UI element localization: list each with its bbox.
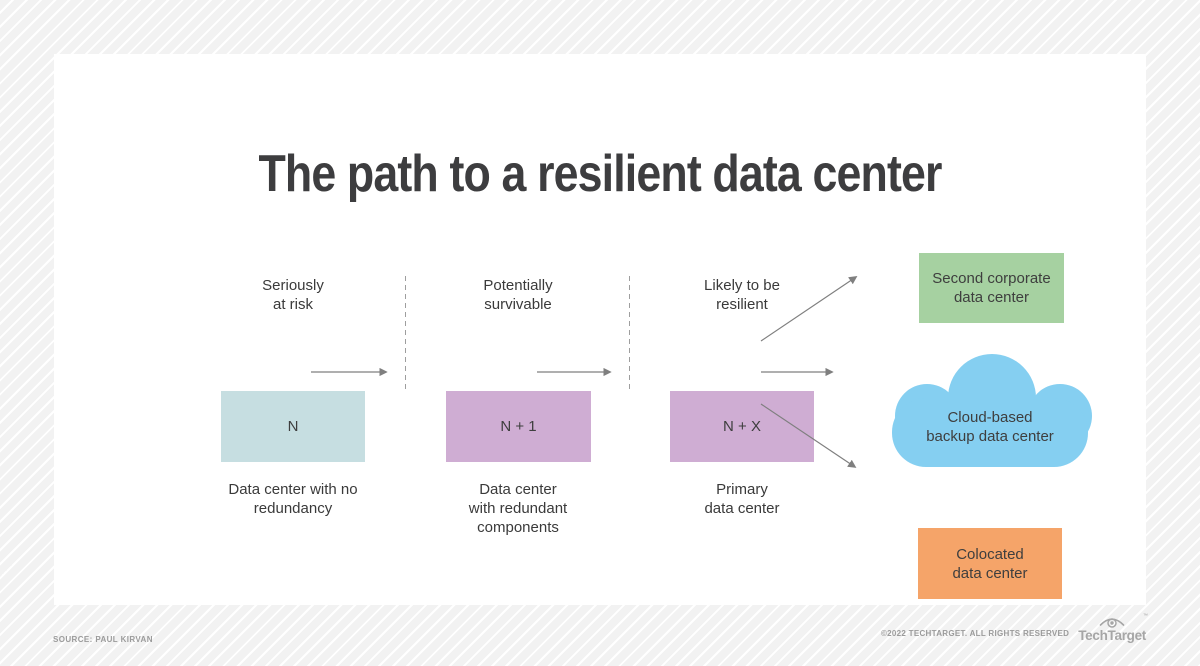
techtarget-logo: ™ TechTarget <box>1078 613 1148 643</box>
stage-label-seriously-at-risk: Seriously at risk <box>262 277 324 313</box>
brand-name: TechTarget <box>1078 628 1146 643</box>
box-colocated-data-center: Colocated data center <box>918 528 1062 599</box>
caption-primary-data-center: Primary data center <box>704 481 780 517</box>
page-title: The path to a resilient data center <box>258 145 942 203</box>
box-n: N <box>221 391 365 462</box>
cloud-shape-body <box>892 398 1088 467</box>
box-n-plus-1: N + 1 <box>446 391 591 462</box>
copyright-text: ©2022 TECHTARGET. ALL RIGHTS RESERVED <box>880 629 1070 638</box>
caption-redundant-components: Data center with redundant components <box>468 481 568 536</box>
footer-right: ©2022 TECHTARGET. ALL RIGHTS RESERVED ™ … <box>880 613 1148 643</box>
trademark-symbol: ™ <box>1143 613 1148 619</box>
caption-no-redundancy: Data center with no redundancy <box>228 481 358 517</box>
cloud-label: Cloud-based backup data center <box>926 409 1054 445</box>
cloud-backup-data-center: Cloud-based backup data center <box>892 354 1092 468</box>
stage-label-potentially-survivable: Potentially survivable <box>483 277 553 313</box>
box-second-corporate-data-center: Second corporate data center <box>919 253 1064 323</box>
eye-icon <box>1099 618 1125 628</box>
box-n-plus-x: N + X <box>670 391 814 462</box>
dashed-divider <box>405 276 406 392</box>
source-credit: SOURCE: PAUL KIRVAN <box>53 635 153 644</box>
stage-label-likely-resilient: Likely to be resilient <box>704 277 780 313</box>
diagram-card: The path to a resilient data center Seri… <box>54 54 1146 605</box>
dashed-divider <box>629 276 630 392</box>
